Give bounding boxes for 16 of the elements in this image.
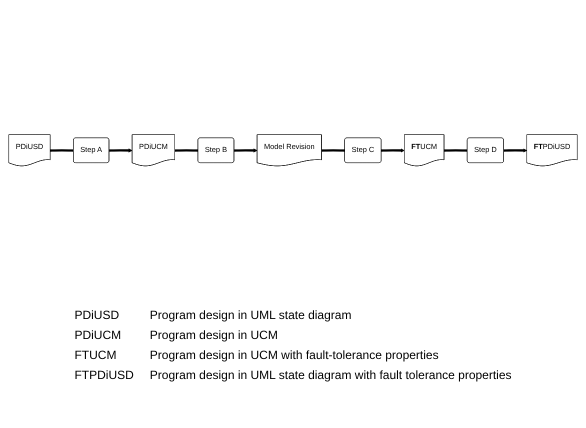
abbreviation: PDiUSD <box>74 308 120 322</box>
arrow <box>234 148 258 152</box>
definition-text: Program design in UCM <box>150 328 279 342</box>
abbreviation: PDiUCM <box>74 328 122 342</box>
connector <box>444 148 468 152</box>
connector <box>322 148 345 152</box>
definition-text: Program design in UCM with fault-tolerance properties <box>150 348 440 362</box>
definition-text: Program design in UML state diagram <box>150 308 352 322</box>
connector <box>174 148 198 152</box>
abbreviation: FTPDiUSD <box>74 368 134 382</box>
abbreviation: FTUCM <box>74 348 118 362</box>
connector <box>50 148 74 152</box>
arrow <box>109 148 133 152</box>
arrow <box>381 148 405 152</box>
arrow <box>504 148 528 152</box>
definition-text: Program design in UML state diagram with fault tolerance properties <box>150 368 512 382</box>
